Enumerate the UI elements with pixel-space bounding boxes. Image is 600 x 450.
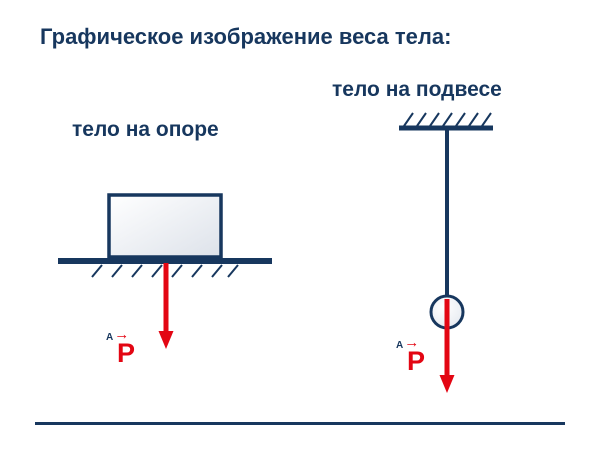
point-a-label-left: A (106, 331, 114, 343)
weight-vector-label-left: A → P (106, 326, 136, 368)
weight-arrow-right (439, 299, 455, 393)
page-title: Графическое изображение веса тела: (40, 24, 452, 49)
vector-notation-right: A → (396, 334, 420, 351)
weight-symbol-right: P (407, 345, 426, 376)
vector-notation-left: A → (106, 326, 130, 343)
support-hatching (91, 264, 239, 278)
vector-arrow-icon: → (404, 334, 420, 351)
block-body (107, 193, 223, 259)
vector-arrow-icon: → (114, 326, 130, 343)
weight-vector-label-right: A → P (396, 334, 426, 376)
support-diagram (58, 193, 272, 349)
point-a-label-right: A (396, 339, 404, 351)
bottom-divider (35, 422, 565, 425)
caption-body-on-support: тело на опоре (72, 118, 219, 141)
suspension-diagram (399, 112, 493, 393)
caption-body-on-suspension: тело на подвесе (332, 78, 502, 101)
ceiling-hatching (403, 112, 492, 127)
weight-arrow-left (158, 263, 174, 349)
weight-symbol-left: P (117, 337, 136, 368)
